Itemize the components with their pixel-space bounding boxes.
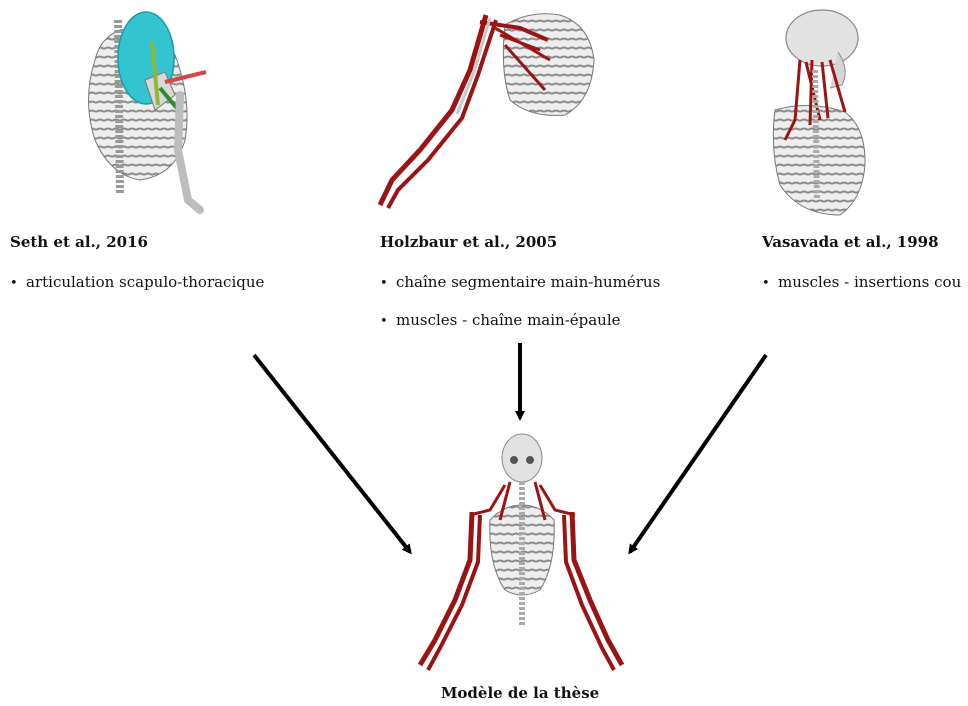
skull-neck-muscles-icon [773, 10, 865, 215]
bullet-text: articulation scapulo-thoracique [26, 273, 264, 291]
bullet-text: muscles - insertions cou [778, 273, 961, 291]
source-title-holzbaur: Holzbaur et al., 2005 [380, 233, 557, 251]
source-bullet-holzbaur-1: •chaîne segmentaire main-humérus [380, 273, 660, 291]
skeleton-thorax-ellipsoid-icon [89, 12, 207, 210]
source-bullet-vasavada-1: •muscles - insertions cou [762, 273, 961, 291]
bullet-dot: • [762, 276, 778, 291]
source-bullet-seth-1: •articulation scapulo-thoracique [10, 273, 264, 291]
source-title-seth: Seth et al., 2016 [10, 233, 148, 251]
bullet-text: chaîne segmentaire main-humérus [396, 273, 660, 291]
bullet-text: muscles - chaîne main-épaule [396, 311, 621, 329]
result-title: Modèle de la thèse [420, 684, 620, 702]
arrow-left [254, 355, 410, 552]
source-bullet-holzbaur-2: •muscles - chaîne main-épaule [380, 311, 621, 329]
bullet-dot: • [10, 276, 26, 291]
full-upper-body-model-icon [420, 434, 622, 670]
bullet-dot: • [380, 276, 396, 291]
skeleton-arm-muscles-icon [380, 14, 594, 208]
source-title-vasavada: Vasavada et al., 1998 [762, 233, 939, 251]
bullet-dot: • [380, 314, 396, 329]
arrow-right [630, 355, 766, 552]
